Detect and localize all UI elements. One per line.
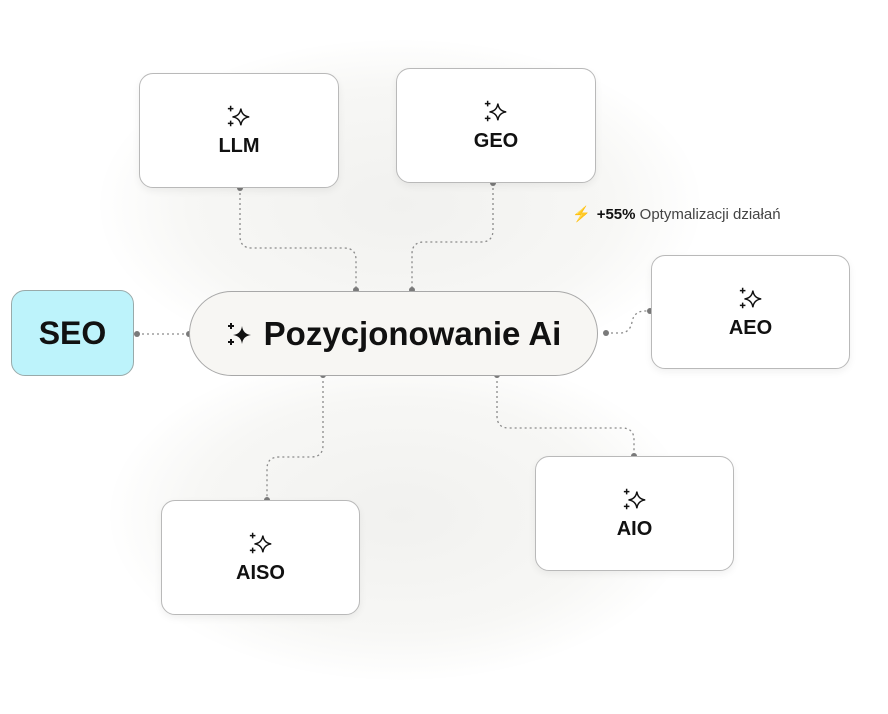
node-label: AIO (616, 518, 653, 540)
connector-llm (239, 188, 357, 290)
node-aeo: AEO (651, 255, 850, 369)
center-label: Pozycjonowanie Ai (263, 314, 562, 352)
connector-dot (603, 330, 609, 336)
node-geo: GEO (396, 68, 596, 183)
node-label: LLM (218, 135, 260, 157)
stat-value: +55% (596, 206, 636, 223)
center-node: Pozycjonowanie Ai (189, 291, 598, 376)
stat-badge: ⚡ +55% Optymalizacji działań (572, 205, 781, 223)
node-aiso: AISO (161, 500, 360, 615)
connector-aio (496, 376, 635, 456)
seo-label: SEO (38, 314, 107, 351)
connector-geo (411, 183, 494, 290)
connector-aiso (266, 376, 324, 500)
node-label: AEO (728, 316, 773, 339)
seo-node: SEO (11, 290, 134, 376)
sparkles-icon (623, 488, 645, 510)
lightning-icon: ⚡ (572, 206, 591, 223)
connector-aeo (606, 310, 650, 334)
node-label: AISO (236, 562, 285, 584)
sparkles-icon (227, 322, 251, 345)
node-llm: LLM (139, 73, 339, 188)
stat-text: Optymalizacji działań (639, 206, 781, 223)
sparkles-icon (484, 100, 507, 122)
node-label: GEO (473, 130, 519, 152)
node-aio: AIO (535, 456, 734, 571)
sparkles-icon (249, 532, 271, 554)
sparkles-icon (739, 287, 761, 308)
connector-dot (134, 331, 140, 337)
sparkles-icon (227, 105, 250, 127)
